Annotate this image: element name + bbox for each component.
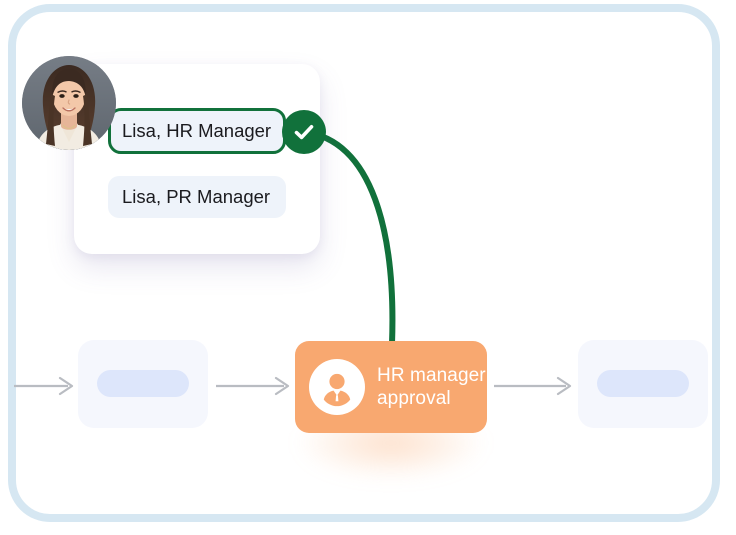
placeholder-label-bar bbox=[597, 370, 689, 397]
placeholder-label-bar bbox=[97, 370, 189, 397]
workflow-step-hr-manager-approval[interactable]: HR manager approval bbox=[295, 341, 487, 433]
check-icon[interactable] bbox=[282, 110, 326, 154]
dropdown-option-label: Lisa, HR Manager bbox=[122, 120, 272, 141]
workflow-step-label: HR manager approval bbox=[377, 364, 486, 409]
workflow-step-placeholder[interactable] bbox=[78, 340, 208, 428]
assignee-dropdown[interactable]: Lisa, HR Manager Lisa, PR Manager bbox=[74, 64, 320, 254]
dropdown-option[interactable]: Lisa, PR Manager bbox=[108, 176, 286, 218]
person-icon bbox=[309, 359, 365, 415]
avatar bbox=[22, 56, 116, 150]
dropdown-option-label: Lisa, PR Manager bbox=[122, 186, 271, 207]
dropdown-option-selected[interactable]: Lisa, HR Manager bbox=[108, 108, 286, 154]
workflow-step-placeholder[interactable] bbox=[578, 340, 708, 428]
